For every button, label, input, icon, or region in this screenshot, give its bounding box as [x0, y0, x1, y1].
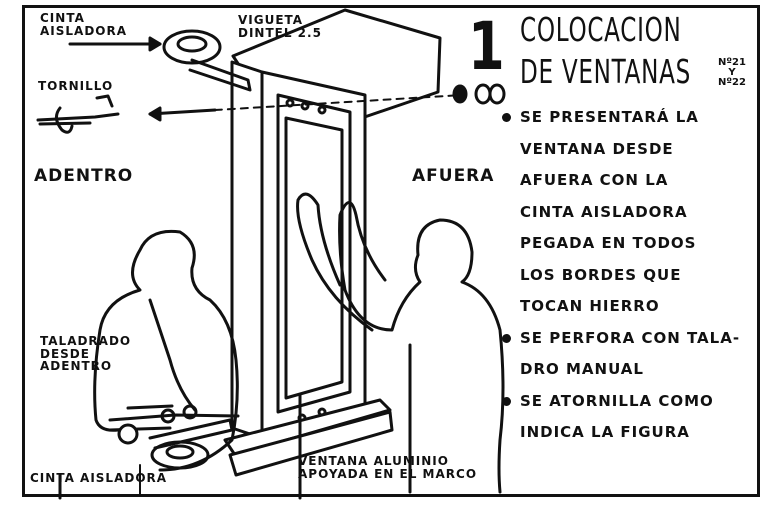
instruction-text: SE PERFORA CON TALA- DRO MANUAL — [520, 328, 741, 379]
instruction-item: SE ATORNILLA COMO INDICA LA FIGURA — [500, 386, 760, 449]
diagram-frame — [22, 5, 760, 497]
adentro-label: ADENTRO — [34, 166, 134, 186]
taladrado-label: TALADRADO DESDE ADENTRO — [40, 334, 132, 374]
instructions-list: SE PRESENTARÁ LA VENTANA DESDE AFUERA CO… — [500, 102, 760, 449]
person-outside — [296, 192, 505, 494]
instruction-text: SE PRESENTARÁ LA VENTANA DESDE AFUERA CO… — [520, 108, 699, 315]
cinta-aisladora-top-label: CINTA AISLADORA — [40, 11, 128, 38]
tape-roll-top — [162, 29, 222, 65]
bullet-icon — [502, 396, 511, 406]
figure-number: 1 — [468, 8, 505, 85]
ventana-aluminio-label: VENTANA ALUMINIO APOYADA EN EL MARCO — [298, 454, 478, 481]
instruction-item: SE PRESENTARÁ LA VENTANA DESDE AFUERA CO… — [500, 102, 760, 323]
bullet-icon — [502, 113, 511, 122]
title-line-1: COLOCACION — [520, 10, 682, 49]
instruction-text: SE ATORNILLA COMO INDICA LA FIGURA — [520, 391, 714, 442]
tornillo-label: TORNILLO — [38, 79, 114, 93]
person-inside — [93, 229, 239, 472]
glass-pane — [284, 116, 344, 400]
screw — [36, 112, 120, 126]
instruction-item: SE PERFORA CON TALA- DRO MANUAL — [500, 323, 760, 386]
plan-references: Nº21 Y Nº22 — [718, 57, 746, 88]
afuera-label: AFUERA — [412, 166, 495, 186]
title-line-2: DE VENTANAS — [520, 52, 691, 91]
vigueta-label: VIGUETA DINTEL 2.5 — [238, 13, 322, 40]
window-sill — [223, 398, 392, 457]
cinta-aisladora-bottom-label: CINTA AISLADORA — [30, 471, 168, 485]
bullet-icon — [502, 333, 511, 343]
